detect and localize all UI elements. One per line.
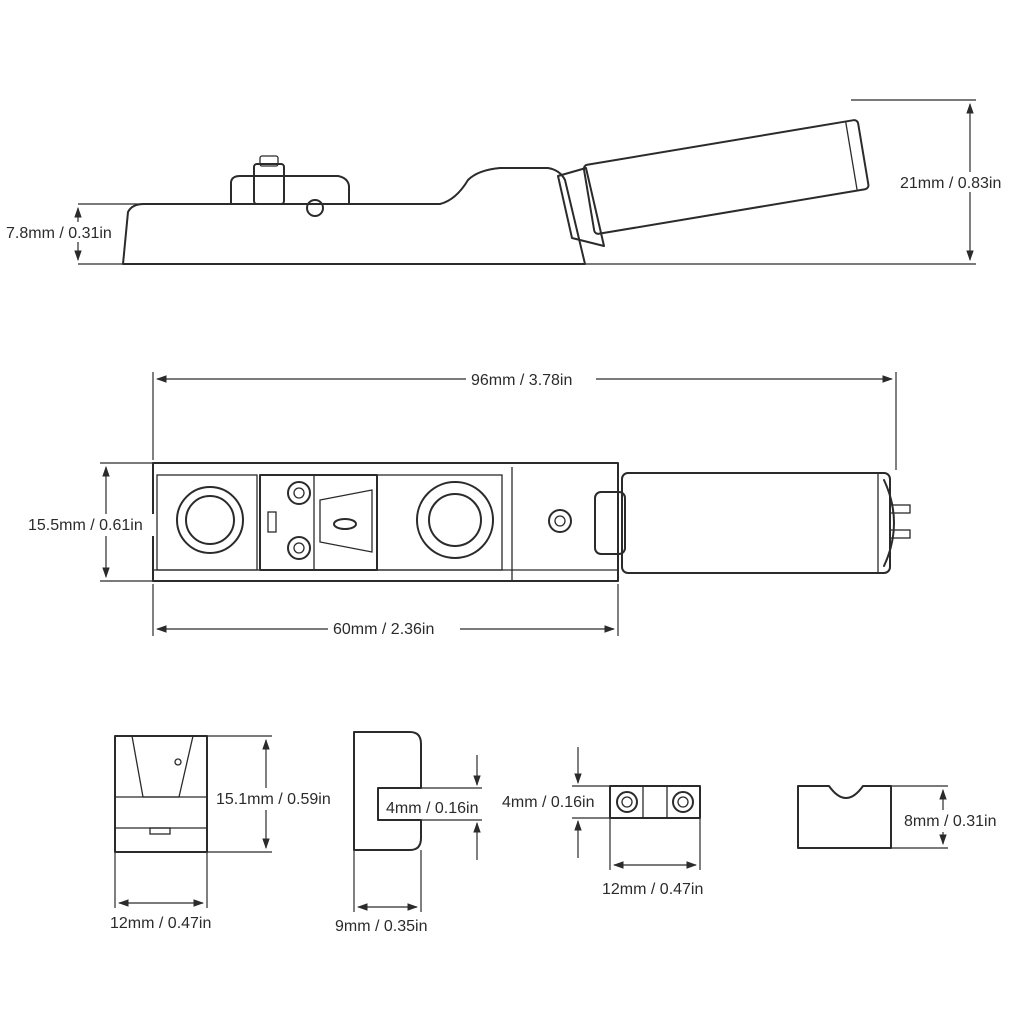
- part-d-view: 8mm / 0.31in: [797, 785, 1012, 849]
- part-b-view: 4mm / 0.16in 9mm / 0.35in: [330, 731, 484, 937]
- dim-part-d-height: 8mm / 0.31in: [904, 813, 996, 830]
- dim-side-total-height: 21mm / 0.83in: [900, 175, 1001, 192]
- side-view: 7.8mm / 0.31in 21mm / 0.83in: [4, 99, 1018, 265]
- top-view: 96mm / 3.78in 15.5mm / 0.61in 60mm / 2.3…: [26, 368, 911, 640]
- dim-part-c-height: 4mm / 0.16in: [502, 794, 594, 811]
- dim-part-c-width: 12mm / 0.47in: [602, 881, 703, 898]
- dim-top-width: 15.5mm / 0.61in: [28, 517, 143, 534]
- part-c-view: 4mm / 0.16in 12mm / 0.47in: [500, 747, 718, 900]
- dim-part-b-slot: 4mm / 0.16in: [386, 800, 478, 817]
- dim-part-a-height: 15.1mm / 0.59in: [216, 791, 331, 808]
- part-a-view: 15.1mm / 0.59in 12mm / 0.47in: [106, 735, 342, 934]
- dim-top-total-length: 96mm / 3.78in: [471, 372, 572, 389]
- dim-part-a-width: 12mm / 0.47in: [110, 915, 211, 932]
- dim-part-b-width: 9mm / 0.35in: [335, 918, 427, 935]
- dim-side-base-height: 7.8mm / 0.31in: [6, 225, 112, 242]
- dim-top-base-length: 60mm / 2.36in: [333, 621, 434, 638]
